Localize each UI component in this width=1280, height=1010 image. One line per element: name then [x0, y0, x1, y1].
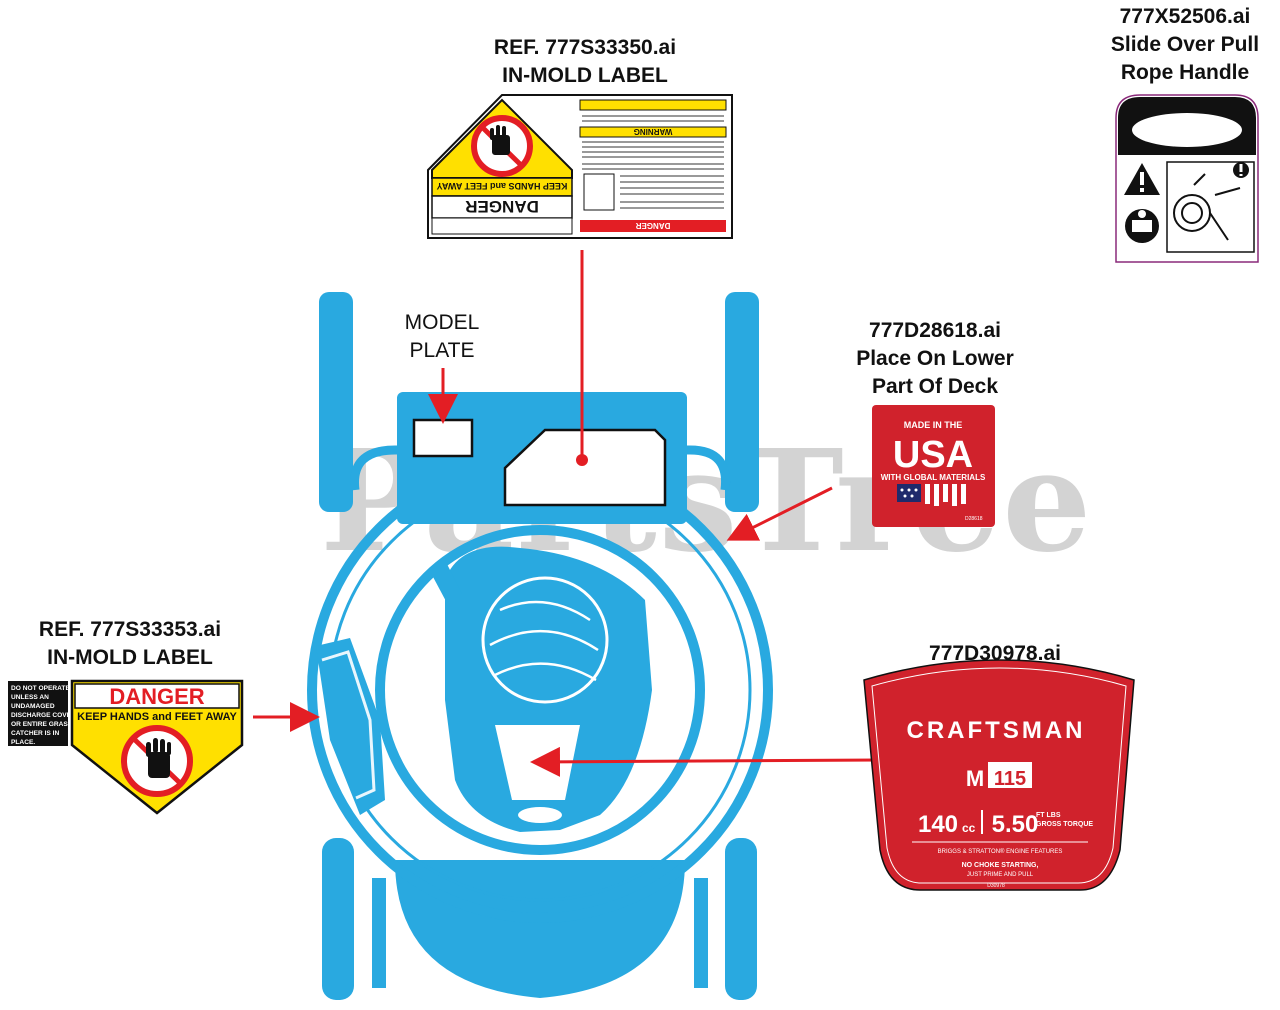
front-right-wheel [725, 838, 757, 1000]
warning-triangle-icon [1124, 163, 1160, 195]
svg-text:115: 115 [994, 768, 1026, 790]
svg-text:DISCHARGE COVER: DISCHARGE COVER [11, 712, 76, 719]
usa-flag-icon [897, 484, 921, 502]
svg-text:D30978: D30978 [987, 883, 1005, 889]
svg-text:GROSS TORQUE: GROSS TORQUE [1036, 821, 1093, 828]
svg-text:NO CHOKE STARTING,: NO CHOKE STARTING, [962, 862, 1039, 869]
svg-text:FT LBS: FT LBS [1036, 812, 1061, 819]
svg-text:DO NOT OPERATE: DO NOT OPERATE [11, 685, 70, 692]
svg-text:USA: USA [893, 434, 973, 476]
svg-text:UNDAMAGED: UNDAMAGED [11, 703, 55, 710]
left-danger-label: DO NOT OPERATE UNLESS AN UNDAMAGED DISCH… [8, 679, 244, 815]
svg-text:WARNING: WARNING [634, 127, 673, 136]
svg-text:JUST PRIME AND PULL: JUST PRIME AND PULL [967, 872, 1034, 878]
pull-rope-icon [1173, 173, 1241, 241]
front-left-wheel [322, 838, 354, 1000]
svg-text:BRIGGS & STRATTON® ENGINE FEAT: BRIGGS & STRATTON® ENGINE FEATURES [938, 848, 1063, 855]
svg-text:140: 140 [918, 811, 958, 838]
svg-text:DANGER: DANGER [635, 221, 670, 230]
svg-text:OR ENTIRE GRASS: OR ENTIRE GRASS [11, 721, 73, 728]
label-slot [503, 428, 667, 507]
mower-illustration [307, 292, 773, 1000]
svg-text:UNLESS AN: UNLESS AN [11, 694, 49, 701]
side-chute [316, 638, 385, 815]
svg-text:CATCHER IS IN: CATCHER IS IN [11, 730, 59, 737]
pull-rope-handle-label [1115, 94, 1259, 263]
svg-text:MADE IN THE: MADE IN THE [904, 420, 963, 430]
top-keep-text: KEEP HANDS and FEET AWAY [437, 181, 568, 191]
right-handle [725, 292, 759, 512]
craftsman-brand: CRAFTSMAN [907, 717, 1086, 744]
craftsman-engine-label: CRAFTSMAN M 115 140 cc 5.50 FT LBS GROSS… [863, 659, 1135, 891]
svg-text:5.50: 5.50 [992, 811, 1039, 838]
svg-text:D28618: D28618 [965, 516, 983, 522]
svg-text:cc: cc [962, 821, 976, 835]
svg-text:PLACE.: PLACE. [11, 739, 35, 746]
top-danger-text: DANGER [465, 197, 539, 216]
left-keep-text: KEEP HANDS and FEET AWAY [77, 711, 237, 723]
top-danger-label: KEEP HANDS and FEET AWAY DANGER WARNING … [427, 94, 733, 239]
read-manual-icon [1125, 209, 1159, 243]
made-in-usa-label: MADE IN THE USA WITH GLOBAL MATERIALS D2… [872, 405, 995, 527]
svg-text:WITH GLOBAL MATERIALS: WITH GLOBAL MATERIALS [881, 473, 986, 482]
leader-lines [253, 250, 881, 777]
model-plate-slot [412, 418, 474, 458]
caption-right: 777D30978.ai [929, 642, 1061, 665]
svg-text:M: M [966, 766, 984, 791]
left-handle [319, 292, 353, 512]
hand-danger-icon [490, 125, 510, 155]
left-danger-text: DANGER [109, 684, 204, 709]
